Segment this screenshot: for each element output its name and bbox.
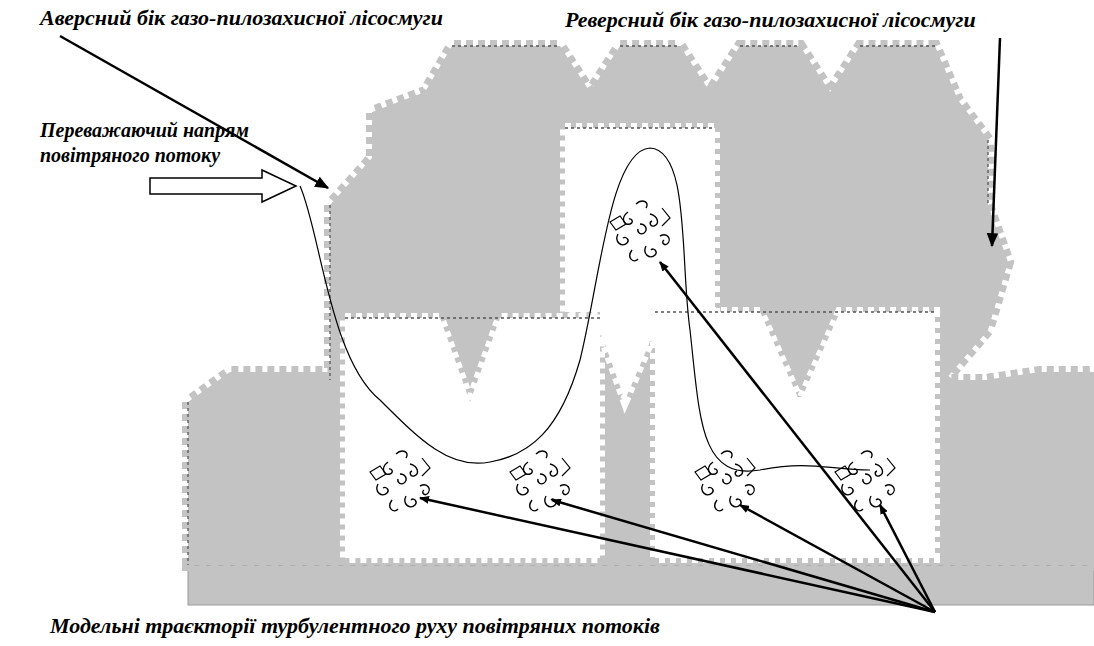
canopy-gap [345, 318, 600, 558]
annotation-label: Реверсний бік газо-пилозахисної лісосмуг… [565, 6, 976, 34]
annotation-label: Аверсний бік газо-пилозахисної лісосмуги [40, 4, 443, 32]
turbulence-swirl [610, 201, 670, 261]
wind-arrow [150, 170, 296, 202]
turbulence-swirl [370, 451, 430, 511]
annotation-label: Модельні траєкторії турбулентного руху п… [50, 612, 660, 640]
leader-line [992, 38, 1000, 246]
canopy-texture [188, 46, 988, 565]
turbulence-swirl [835, 451, 895, 511]
airflow-trajectory [300, 148, 870, 471]
annotation-label: Переважаючий напрям повітряного потоку [40, 118, 330, 168]
lower-canopy [188, 372, 1094, 565]
turbulence-swirl [695, 451, 755, 511]
leader-lines [420, 262, 935, 612]
